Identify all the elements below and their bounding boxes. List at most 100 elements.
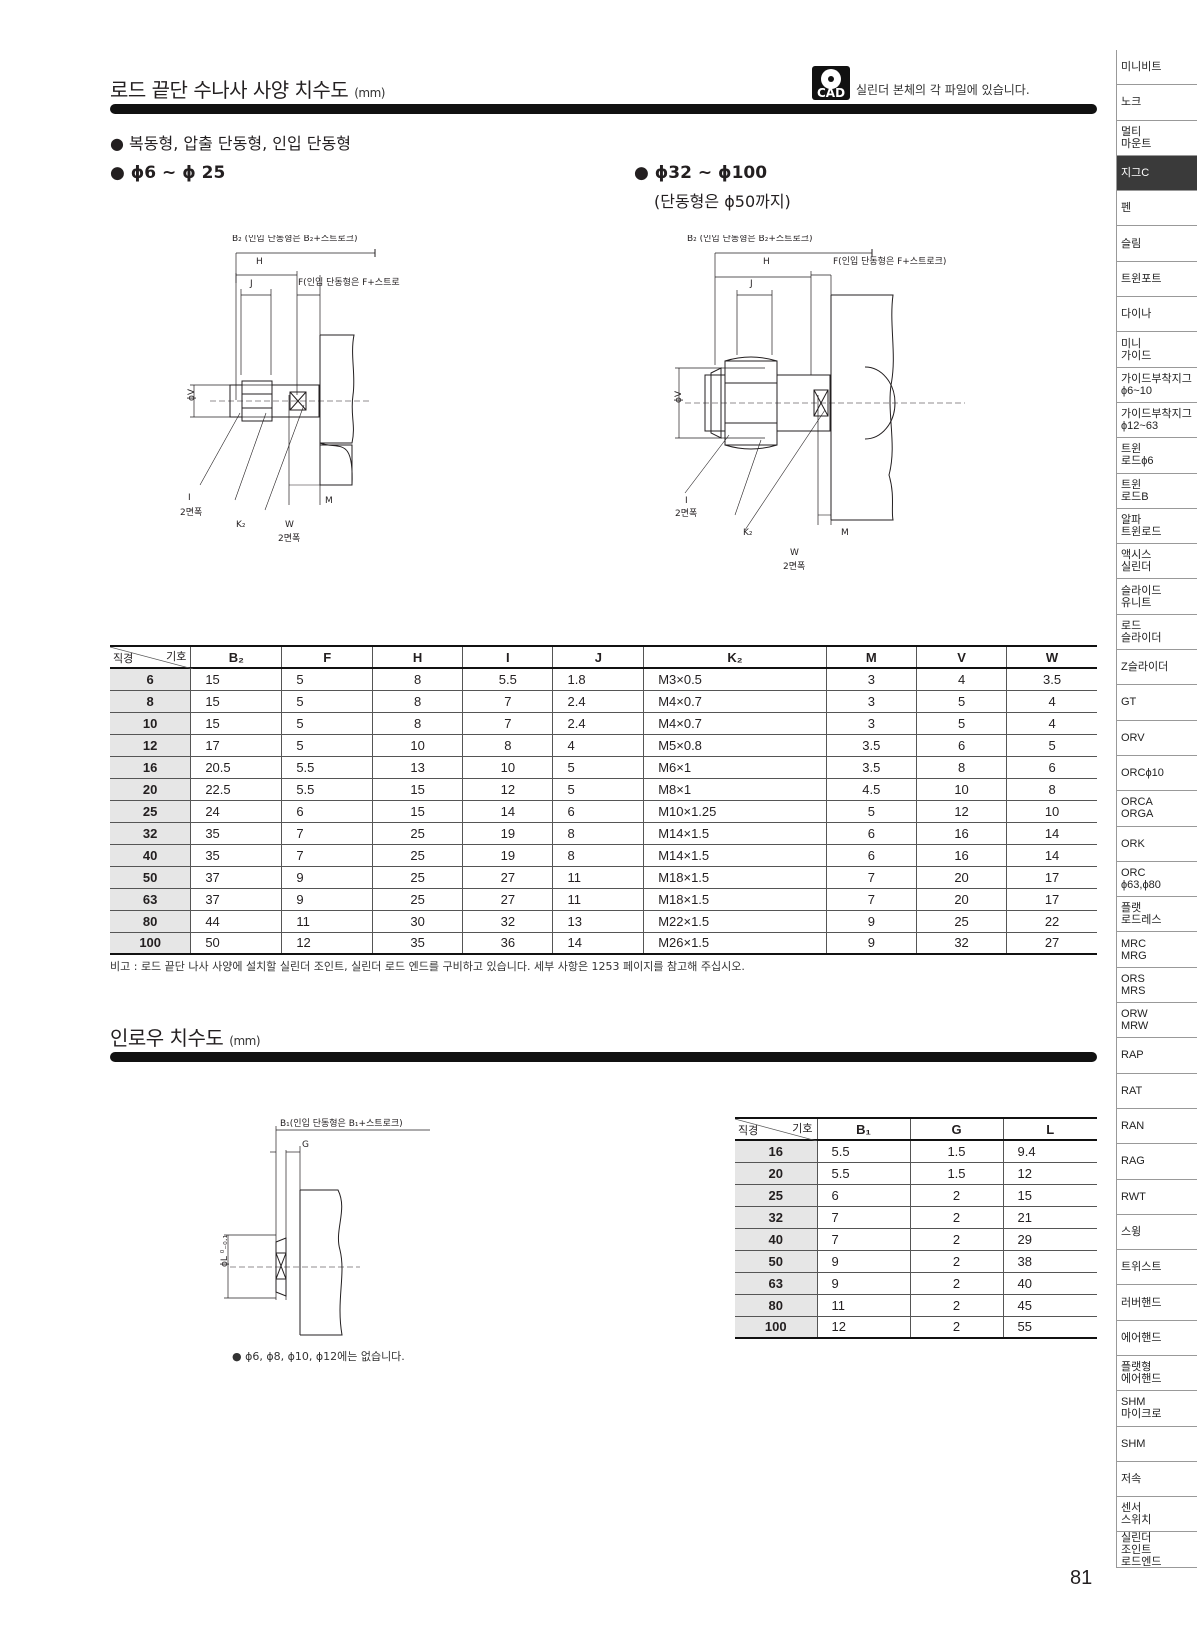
- table-cell: 19: [462, 844, 553, 867]
- table-cell: 2: [909, 1316, 1003, 1339]
- table-cell: 10: [462, 756, 553, 779]
- table-cell: 22: [1006, 910, 1097, 933]
- corner-bore-label: 직경: [738, 1125, 759, 1137]
- table-cell: 3: [825, 668, 917, 691]
- table-cell: 12: [816, 1316, 910, 1339]
- table-cell: 24: [190, 800, 282, 823]
- table-cell: 14: [462, 800, 553, 823]
- sidebar-item[interactable]: RAT: [1117, 1074, 1197, 1109]
- sidebar-item[interactable]: 로드 슬라이더: [1117, 615, 1197, 651]
- sidebar-item[interactable]: 트위스트: [1117, 1250, 1197, 1286]
- column-header: G: [909, 1118, 1003, 1141]
- small-i-sub-label: 2면폭: [180, 507, 202, 518]
- sidebar-item[interactable]: ORCϕ10: [1117, 756, 1197, 792]
- table-cell: 32: [462, 910, 553, 933]
- sidebar-item[interactable]: 플랫 로드레스: [1117, 897, 1197, 933]
- sidebar-item[interactable]: 트윈 로드B: [1117, 474, 1197, 509]
- sidebar-item[interactable]: ORK: [1117, 827, 1197, 862]
- table-cell: 6: [1006, 756, 1097, 779]
- table-cell: 37: [190, 866, 282, 889]
- sidebar-item[interactable]: ORV: [1117, 721, 1197, 756]
- table-cell: 32: [915, 932, 1007, 955]
- sidebar-item[interactable]: 실린더 조인트 로드엔드: [1117, 1532, 1197, 1568]
- bore-cell: 16: [735, 1140, 817, 1163]
- table-cell: 9: [281, 866, 373, 889]
- sidebar-item[interactable]: ORW MRW: [1117, 1003, 1197, 1039]
- table-cell: 17: [190, 734, 282, 757]
- large-h-label: H: [763, 257, 770, 267]
- sidebar-item[interactable]: RAG: [1117, 1144, 1197, 1180]
- sidebar-item[interactable]: SHM 마이크로: [1117, 1391, 1197, 1427]
- sidebar-item[interactable]: 알파 트윈로드: [1117, 509, 1197, 545]
- bore-cell: 32: [735, 1206, 817, 1229]
- sidebar-item[interactable]: 슬림: [1117, 226, 1197, 262]
- sidebar-item[interactable]: ORC ϕ63,ϕ80: [1117, 862, 1197, 898]
- sidebar-item[interactable]: 저속: [1117, 1462, 1197, 1498]
- sidebar-item[interactable]: 액시스 실린더: [1117, 544, 1197, 580]
- table-cell: 1.8: [552, 668, 644, 691]
- table-cell: 13: [552, 910, 644, 933]
- sidebar-item[interactable]: 미니비트: [1117, 50, 1197, 86]
- sidebar-item[interactable]: 다이나: [1117, 297, 1197, 333]
- small-w-sub-label: 2면폭: [278, 533, 300, 544]
- sidebar-item[interactable]: ORCA ORGA: [1117, 791, 1197, 827]
- sidebar-item[interactable]: 멀티 마운트: [1117, 121, 1197, 156]
- table-cell: 14: [1006, 844, 1097, 867]
- sidebar-item[interactable]: 에어핸드: [1117, 1321, 1197, 1356]
- lowrow-drawing: B₁(인입 단동형은 B₁+스트로크) G ϕL ⁰₋₀.₁: [210, 1110, 450, 1345]
- table-cell: 29: [1002, 1228, 1097, 1251]
- column-header: H: [372, 646, 463, 669]
- column-header: F: [281, 646, 373, 669]
- sidebar-item[interactable]: RWT: [1117, 1180, 1197, 1215]
- sidebar-item[interactable]: SHM: [1117, 1427, 1197, 1462]
- sidebar-item[interactable]: 트윈 로드ϕ6: [1117, 438, 1197, 474]
- table-cell: M6×1: [643, 756, 827, 779]
- table-cell: M14×1.5: [643, 822, 827, 845]
- table-cell: 27: [1006, 932, 1097, 955]
- table-cell: 6: [915, 734, 1007, 757]
- large-i-label: I: [685, 496, 688, 506]
- page-title-text: 로드 끝단 수나사 사양 치수도: [110, 78, 349, 102]
- table-cell: 12: [1002, 1162, 1097, 1185]
- sidebar-item[interactable]: 스윙: [1117, 1215, 1197, 1251]
- table-cell: 5.5: [816, 1162, 910, 1185]
- sidebar-item[interactable]: 가이드부착지그 ϕ12~63: [1117, 403, 1197, 439]
- sidebar-item[interactable]: ORS MRS: [1117, 968, 1197, 1004]
- sidebar-item[interactable]: 노크: [1117, 85, 1197, 121]
- sidebar-item[interactable]: 러버핸드: [1117, 1285, 1197, 1321]
- table-cell: M26×1.5: [643, 932, 827, 955]
- bore-cell: 8: [110, 690, 191, 713]
- table-cell: 9: [816, 1250, 910, 1273]
- sidebar-item[interactable]: GT: [1117, 685, 1197, 721]
- sidebar-item[interactable]: 지그C: [1117, 155, 1197, 192]
- table-cell: 2: [909, 1250, 1003, 1273]
- sidebar-item[interactable]: 펜: [1117, 191, 1197, 227]
- sidebar-item[interactable]: 트윈포트: [1117, 262, 1197, 298]
- table-cell: 15: [190, 712, 282, 735]
- table-cell: 25: [372, 888, 463, 911]
- table-corner-cell: 기호 직경: [735, 1118, 817, 1141]
- sidebar-item[interactable]: 플랫형 에어핸드: [1117, 1356, 1197, 1392]
- sidebar-item[interactable]: Z슬라이더: [1117, 650, 1197, 686]
- column-header: J: [552, 646, 644, 669]
- sidebar-item[interactable]: 센서 스위치: [1117, 1497, 1197, 1533]
- sidebar-item[interactable]: 미니 가이드: [1117, 332, 1197, 368]
- table-cell: 17: [1006, 888, 1097, 911]
- sidebar-item[interactable]: 가이드부착지그 ϕ6~10: [1117, 368, 1197, 403]
- sidebar-item[interactable]: RAN: [1117, 1109, 1197, 1145]
- table-cell: 8: [462, 734, 553, 757]
- table-cell: 2: [909, 1184, 1003, 1207]
- sidebar-item[interactable]: 슬라이드 유니트: [1117, 579, 1197, 615]
- table-cell: 8: [915, 756, 1007, 779]
- sidebar-item[interactable]: MRC MRG: [1117, 932, 1197, 968]
- sidebar-item[interactable]: RAP: [1117, 1038, 1197, 1074]
